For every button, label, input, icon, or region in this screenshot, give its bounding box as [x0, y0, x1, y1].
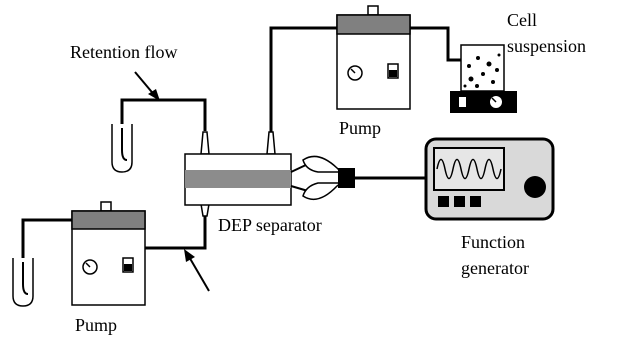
cell-suspension-label-line2: suspension: [507, 36, 586, 56]
tube-retention-flow: [120, 98, 207, 131]
pump-top-label: Pump: [339, 118, 381, 138]
sine-wave: [436, 158, 502, 180]
test-tube-icon: [12, 258, 34, 307]
generator-button: [438, 196, 449, 207]
tube-bottom-pump-to-reservoir: [21, 218, 72, 262]
function-generator-icon: [424, 137, 555, 221]
test-tube-icon: [111, 124, 133, 173]
tube-top-pump-to-separator: [269, 26, 337, 132]
pump-bottom-label: Pump: [75, 315, 117, 335]
pump-bottom: Pump: [71, 201, 146, 335]
cell-suspension-beaker-icon: [450, 44, 517, 113]
function-generator-label-line1: Function: [461, 232, 525, 252]
generator-button: [454, 196, 465, 207]
pump-cap: [71, 210, 146, 230]
function-generator-label-line2: generator: [461, 258, 529, 278]
flow-arrows: [134, 71, 210, 292]
cell-suspension-label-line1: Cell: [507, 10, 537, 30]
generator-button: [470, 196, 481, 207]
dep-channel: [185, 170, 291, 188]
arrow-inlet-flow: [187, 254, 210, 292]
dep-separator-icon: [184, 131, 309, 217]
stirrer-base: [450, 91, 517, 113]
generator-knob-icon: [524, 176, 546, 198]
alligator-clip-icon: [302, 155, 355, 201]
retention-flow-label: Retention flow: [70, 42, 177, 62]
pump-cap: [336, 14, 411, 35]
pump-top: Pump: [336, 5, 411, 138]
dep-separator-label: DEP separator: [218, 215, 322, 235]
